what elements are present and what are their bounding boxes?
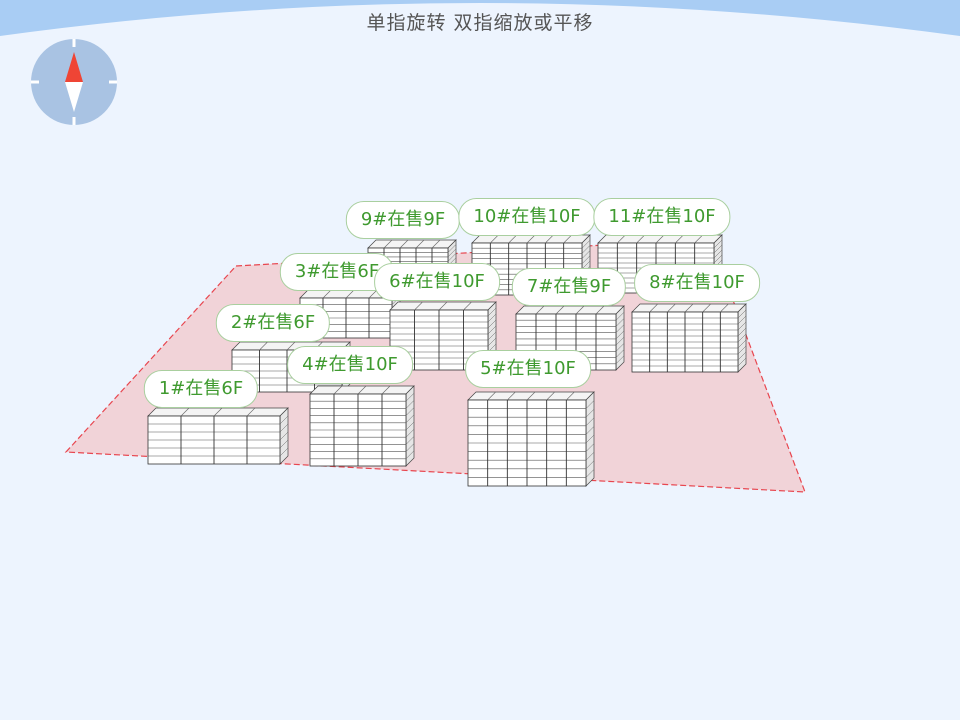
building-label-6[interactable]: 6#在售10F [374,263,500,301]
building-label-2[interactable]: 2#在售6F [215,304,331,342]
compass-icon[interactable] [30,38,118,126]
building-4[interactable] [309,385,415,467]
building-label-9[interactable]: 9#在售9F [345,201,461,239]
building-label-7[interactable]: 7#在售9F [511,268,627,306]
building-label-11[interactable]: 11#在售10F [593,198,731,236]
building-5[interactable] [467,391,595,487]
building-label-5[interactable]: 5#在售10F [465,350,591,388]
gesture-hint: 单指旋转 双指缩放或平移 [366,12,594,34]
building-1[interactable] [147,407,289,465]
building-label-8[interactable]: 8#在售10F [634,264,760,302]
building-label-4[interactable]: 4#在售10F [287,346,413,384]
building-label-10[interactable]: 10#在售10F [458,198,596,236]
building-6[interactable] [389,301,497,371]
building-label-1[interactable]: 1#在售6F [143,370,259,408]
building-8[interactable] [631,303,747,373]
